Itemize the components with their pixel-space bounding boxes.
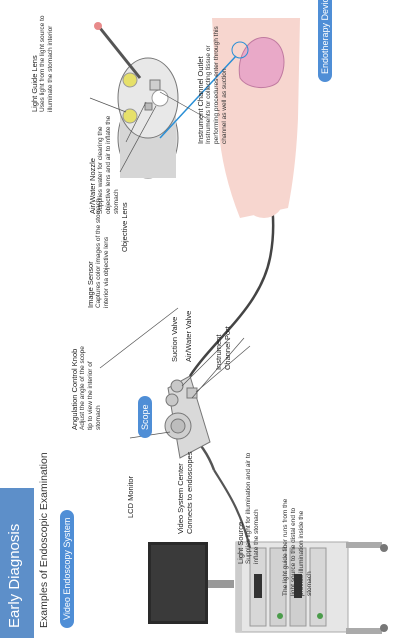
- outlet-title: Instrument Channel Outlet: [196, 14, 205, 144]
- image-sensor-desc: Captures color images of the stomach int…: [95, 198, 111, 308]
- label-instrument-channel-port: Instrument Channel Port: [214, 310, 232, 370]
- label-objective-lens: Objective Lens: [120, 202, 129, 252]
- label-light-guide-lens: Light Guide Lens Uses light from the lig…: [30, 2, 55, 112]
- lcd-monitor-illustration: [148, 542, 234, 624]
- label-light-guide-fiber: The light guide fiber runs from the ligh…: [282, 492, 314, 596]
- outlet-desc: Instruments for collecting tissue or per…: [205, 20, 229, 144]
- label-air-water-nozzle: Air/Water Nozzle Supplies water for clea…: [88, 104, 121, 214]
- badge-scope: Scope: [138, 396, 152, 438]
- badge-video-endoscopy-system: Video Endoscopy System: [60, 510, 74, 628]
- label-instrument-channel-outlet: Instrument Channel Outlet Instruments fo…: [196, 14, 229, 144]
- badge-endotherapy-devices: Endotherapy Devices: [318, 0, 332, 82]
- label-lcd-monitor: LCD Monitor: [126, 476, 135, 518]
- light-guide-desc: Uses light from the light source to illu…: [39, 12, 55, 112]
- light-source-desc: Supplies light for illumination and air …: [245, 444, 261, 564]
- nozzle-title: Air/Water Nozzle: [88, 104, 97, 214]
- vsc-title: Video System Center: [176, 414, 185, 534]
- angulation-title: Angulation Control Knob: [70, 330, 79, 430]
- label-light-source: Light Source Supplies light for illumina…: [236, 434, 261, 564]
- vsc-desc: Connects to endoscopes: [185, 414, 194, 534]
- label-angulation-control-knob: Angulation Control Knob Adjust the angle…: [70, 330, 103, 430]
- light-guide-title: Light Guide Lens: [30, 2, 39, 112]
- nozzle-desc: Supplies water for clearing the objectiv…: [97, 110, 121, 214]
- label-video-system-center: Video System Center Connects to endoscop…: [176, 414, 194, 534]
- label-suction-valve: Suction Valve: [170, 317, 179, 362]
- light-source-title: Light Source: [236, 434, 245, 564]
- angulation-desc: Adjust the angle of the scope tip to vie…: [79, 340, 103, 430]
- label-air-water-valve: Air/Water Valve: [184, 311, 193, 362]
